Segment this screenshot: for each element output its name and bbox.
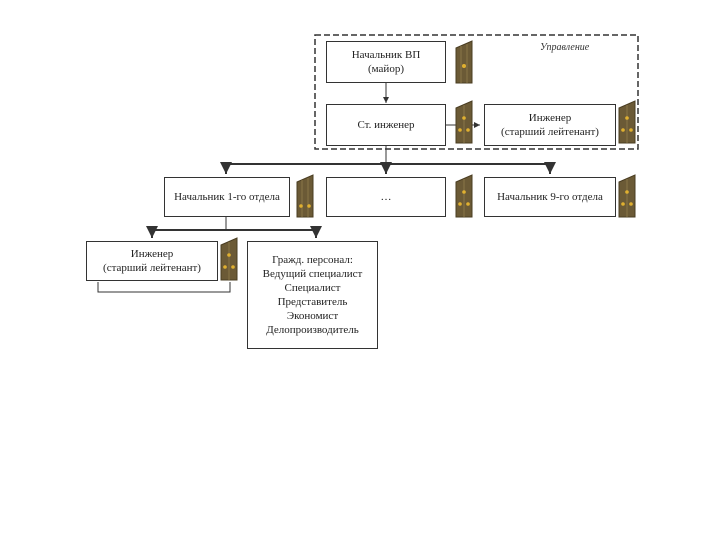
civil-line-2: Ведущий специалист	[262, 268, 363, 280]
civil-line-5: Экономист	[286, 310, 339, 322]
engineer-mgmt-line-2: (старший лейтенант)	[501, 126, 599, 138]
dept9-box: Начальник 9-го отдела	[484, 177, 616, 217]
shoulder-strap-icon	[618, 174, 636, 218]
shoulder-strap-icon	[455, 100, 473, 144]
engineer-mgmt-line-1: Инженер	[528, 112, 572, 124]
dept1-line-1: Начальник 1-го отдела	[174, 191, 280, 203]
shoulder-strap-icon	[296, 174, 314, 218]
dept1-box: Начальник 1-го отдела	[164, 177, 290, 217]
dept-middle-box: …	[326, 177, 446, 217]
shoulder-strap-icon	[455, 40, 473, 84]
head-line-1: Начальник ВП	[351, 49, 421, 61]
engineer-dept-line-1: Инженер	[130, 248, 174, 260]
shoulder-strap-icon	[220, 237, 238, 281]
civil-staff-box: Гражд. персонал: Ведущий специалист Спец…	[247, 241, 378, 349]
head-box: Начальник ВП (майор)	[326, 41, 446, 83]
management-label: Управление	[540, 42, 590, 53]
civil-line-6: Делопроизводитель	[266, 324, 359, 336]
civil-line-1: Гражд. персонал:	[272, 254, 353, 266]
civil-line-4: Представитель	[277, 296, 348, 308]
management-frame	[314, 34, 639, 150]
engineer-dept-line-2: (старший лейтенант)	[103, 262, 201, 274]
civil-line-3: Специалист	[284, 282, 341, 294]
engineer-mgmt-box: Инженер (старший лейтенант)	[484, 104, 616, 146]
dept-middle-line-1: …	[380, 191, 392, 203]
head-line-2: (майор)	[368, 63, 404, 75]
senior-engineer-line-1: Ст. инженер	[357, 119, 415, 131]
dept9-line-1: Начальник 9-го отдела	[497, 191, 603, 203]
shoulder-strap-icon	[455, 174, 473, 218]
shoulder-strap-icon	[618, 100, 636, 144]
engineer-dept-box: Инженер (старший лейтенант)	[86, 241, 218, 281]
senior-engineer-box: Ст. инженер	[326, 104, 446, 146]
